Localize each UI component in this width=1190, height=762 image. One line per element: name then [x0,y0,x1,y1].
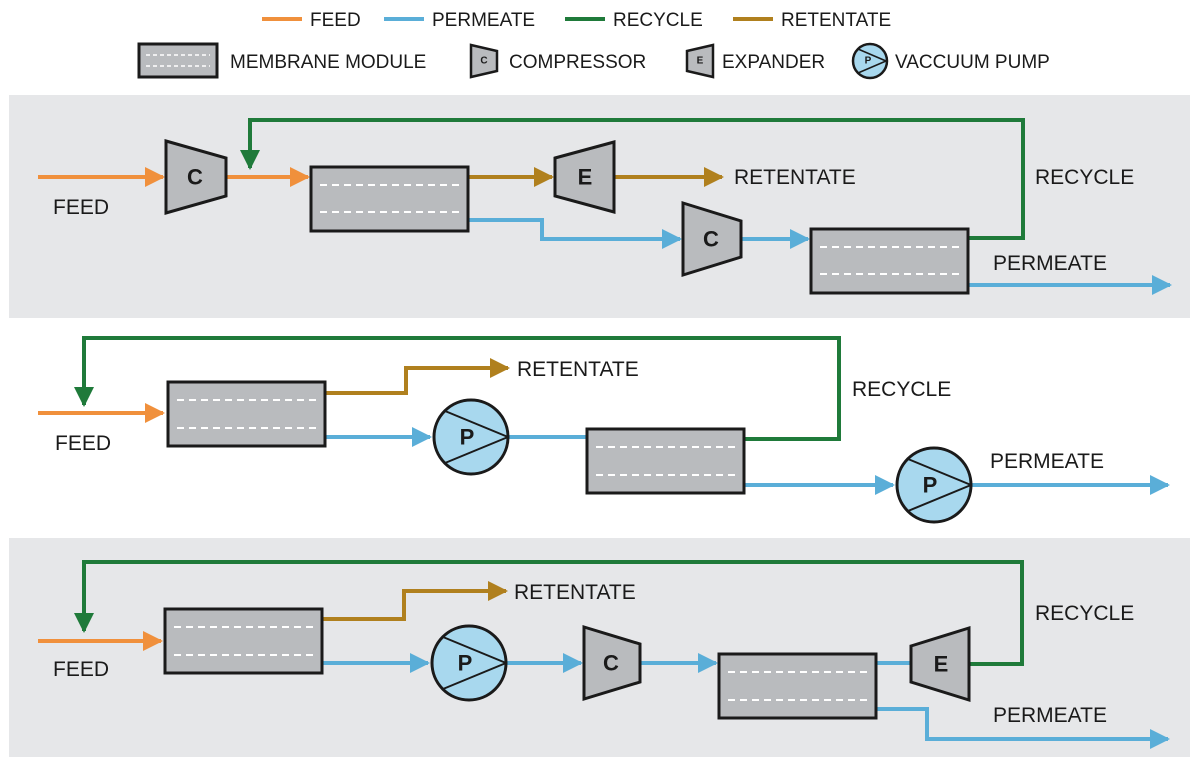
svg-text:C: C [703,227,719,252]
p3-membrane-module-2 [717,652,878,720]
legend-compressor-label: COMPRESSOR [509,52,646,73]
svg-text:P: P [923,473,938,498]
panel-1: C E C FEED RETENTATE RECYCLE PERMEATE [9,95,1190,318]
legend-vacuum-pump-icon: P [851,42,889,80]
svg-text:P: P [865,56,872,67]
svg-text:C: C [603,651,619,676]
p2-feed-label: FEED [55,432,111,455]
p2-retentate-line [326,358,510,395]
legend-expander-icon: E [685,43,715,79]
p3-compressor: C [582,624,642,702]
svg-text:E: E [697,56,704,67]
p1-compressor-1: C [164,139,228,215]
legend-vacuum-pump-label: VACCUUM PUMP [895,52,1050,73]
p1-membrane-module-2 [809,227,970,295]
legend-permeate-label: PERMEATE [432,10,535,31]
legend-recycle-label: RECYCLE [613,10,703,31]
legend-membrane-module-label: MEMBRANE MODULE [230,52,426,73]
legend: FEED PERMEATE RECYCLE RETENTATE MEMBRANE… [137,10,1050,80]
p3-retentate-line [323,581,508,621]
svg-text:P: P [458,651,473,676]
p3-recycle-label: RECYCLE [1035,602,1134,625]
p1-permeate-label: PERMEATE [993,252,1107,275]
legend-compressor-icon: C [469,43,499,79]
p3-feed-label: FEED [53,658,109,681]
p3-permeate-label: PERMEATE [993,704,1107,727]
p1-membrane-module-1 [309,165,470,233]
p1-recycle-line [240,118,1025,240]
p3-recycle-line [74,560,1024,666]
p3-vacuum-pump: P [430,624,508,702]
svg-text:C: C [480,56,487,67]
panel-3: P C E FEED RETENTATE RECYCLE PERMEATE [9,538,1190,757]
panel-2: P P FEED RETENTATE RECYCLE PERMEATE [38,336,1170,524]
p1-permeate-to-compressor [468,218,682,249]
p3-expander: E [909,625,971,703]
svg-text:E: E [578,165,593,190]
svg-text:P: P [460,425,475,450]
p2-permeate-label: PERMEATE [990,450,1104,473]
p1-expander: E [553,140,616,214]
p3-permeate-out [876,707,1170,749]
p3-membrane-module-1 [163,607,324,675]
p1-feed-label: FEED [53,196,109,219]
p1-recycle-label: RECYCLE [1035,166,1134,189]
p2-vacuum-pump-2: P [895,446,973,524]
svg-text:C: C [187,165,203,190]
legend-retentate-label: RETENTATE [781,10,891,31]
legend-membrane-module-icon [137,42,219,79]
p1-compressor-2: C [681,200,743,278]
p2-recycle-line [74,336,841,441]
legend-feed-label: FEED [310,10,361,31]
svg-text:E: E [934,652,949,677]
p2-recycle-label: RECYCLE [852,378,951,401]
p1-retentate-label: RETENTATE [734,166,856,189]
p2-vacuum-pump-1: P [432,398,510,476]
legend-expander-label: EXPANDER [722,52,825,73]
p2-retentate-label: RETENTATE [517,358,639,381]
p2-membrane-module-1 [166,380,327,448]
p3-retentate-label: RETENTATE [514,581,636,604]
p2-membrane-module-2 [585,427,746,495]
